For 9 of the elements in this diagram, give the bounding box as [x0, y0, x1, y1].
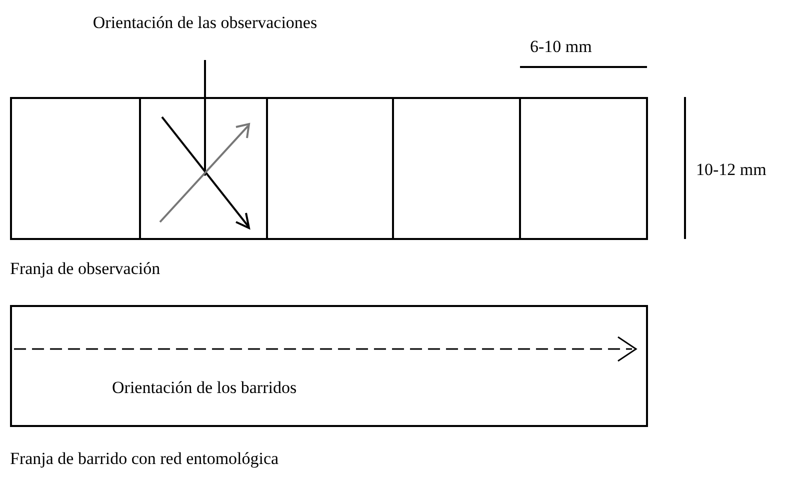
strip-label: Orientación de los barridos — [112, 377, 297, 399]
caption-text: Orientación de las observaciones — [70, 10, 340, 36]
strip-caption: Franja de observación — [10, 258, 160, 280]
sweep-strip — [10, 305, 648, 427]
strip-caption: Franja de barrido con red entomológica — [10, 448, 279, 470]
observation-strip — [10, 97, 648, 240]
dimension-label: 10-12 mm — [696, 159, 766, 181]
dimension-label: 6-10 mm — [530, 36, 592, 58]
leader-line — [204, 60, 206, 176]
